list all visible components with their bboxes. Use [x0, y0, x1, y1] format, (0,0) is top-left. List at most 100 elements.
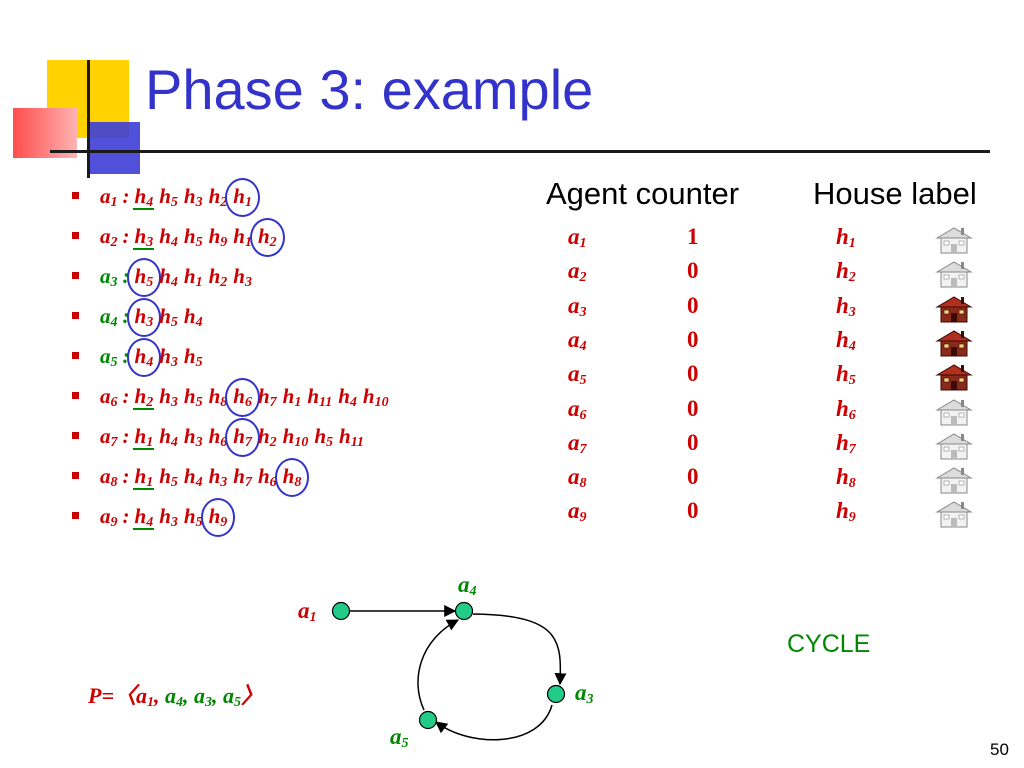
- counter-value: 0: [687, 395, 699, 421]
- house-symbol: h6: [208, 424, 228, 450]
- node-a1: [331, 601, 351, 621]
- house-symbol: h4: [159, 424, 178, 450]
- house-symbol: h2: [208, 184, 228, 210]
- bullet-icon: [72, 512, 79, 519]
- node-a5: [418, 710, 438, 730]
- house-symbol: h3: [183, 184, 203, 210]
- house-symbol: h5: [126, 258, 161, 297]
- bullet-icon: [72, 392, 79, 399]
- house-symbol: h4: [132, 504, 154, 530]
- p-prefix: P=: [88, 683, 114, 708]
- agent-counter-header: Agent counter: [546, 176, 740, 211]
- house-symbol: h8: [208, 384, 228, 410]
- house-symbol: h3: [208, 464, 228, 490]
- house-symbol: h8: [274, 458, 309, 497]
- colon: :: [122, 504, 130, 528]
- house-symbol: h1: [233, 224, 252, 250]
- red-house-icon: [935, 294, 973, 324]
- bullet-icon: [72, 432, 79, 439]
- colon: :: [122, 264, 130, 288]
- agent-symbol: a5: [100, 344, 118, 370]
- white-house-icon: [935, 259, 973, 289]
- white-house-icon: [935, 225, 973, 255]
- house-symbol: h1: [132, 464, 154, 490]
- white-house-icon: [935, 499, 973, 529]
- title-decoration-red: [13, 108, 77, 158]
- house-symbol: h7: [257, 384, 277, 410]
- node-label-a3: a3: [575, 680, 594, 707]
- counter-value: 0: [687, 498, 699, 524]
- house-symbol: h3: [132, 224, 154, 250]
- slide-title: Phase 3: example: [145, 58, 594, 121]
- agent-symbol: a8: [100, 464, 118, 490]
- house-label: h5: [836, 361, 856, 389]
- red-house-icon: [935, 328, 973, 358]
- house-symbol: h5: [159, 184, 178, 210]
- p-formula: P=〈a1, a4, a3, a5〉: [88, 678, 263, 711]
- counter-value: 0: [687, 361, 699, 387]
- colon: :: [122, 424, 130, 448]
- white-house-icon: [935, 431, 973, 461]
- house-symbol: h7: [225, 418, 260, 457]
- agent-symbol: a7: [100, 424, 118, 450]
- house-label: h7: [836, 429, 856, 457]
- house-symbol: h3: [159, 384, 178, 410]
- house-symbol: h1: [132, 424, 154, 450]
- house-symbol: h5: [183, 384, 203, 410]
- house-symbol: h1: [183, 264, 203, 290]
- house-symbol: h5: [159, 464, 178, 490]
- house-symbol: h9: [208, 224, 228, 250]
- house-symbol: h9: [200, 498, 235, 537]
- counter-agent: a2: [568, 258, 587, 286]
- house-symbol: h3: [233, 264, 252, 290]
- colon: :: [122, 464, 130, 488]
- house-symbol: h4: [126, 338, 161, 377]
- house-symbol: h3: [126, 298, 161, 337]
- cycle-label: CYCLE: [787, 630, 871, 658]
- house-symbol: h3: [159, 344, 178, 370]
- left-angle: 〈: [113, 683, 136, 708]
- counter-value: 0: [687, 326, 699, 352]
- white-house-icon: [935, 397, 973, 427]
- counter-value: 1: [687, 224, 699, 249]
- house-symbol: h5: [183, 224, 203, 250]
- house-symbol: h7: [233, 464, 252, 490]
- house-symbol: h2: [257, 424, 277, 450]
- node-label-a5: a5: [390, 724, 409, 751]
- house-symbol: h4: [338, 384, 357, 410]
- counter-value: 0: [687, 429, 699, 455]
- page-number: 50: [990, 740, 1009, 759]
- house-symbol: h3: [183, 424, 203, 450]
- bullet-icon: [72, 312, 79, 319]
- house-symbol: h4: [159, 224, 178, 250]
- house-symbol: h11: [339, 424, 364, 450]
- house-symbol: h5: [183, 344, 203, 370]
- colon: :: [122, 224, 130, 248]
- house-symbol: h3: [159, 504, 178, 530]
- bullet-icon: [72, 472, 79, 479]
- house-label-header: House label: [813, 176, 977, 211]
- counter-agent: a7: [568, 429, 587, 457]
- house-label: h3: [836, 292, 856, 320]
- colon: :: [122, 344, 130, 368]
- counter-agent: a6: [568, 395, 587, 423]
- house-symbol: h4: [183, 304, 203, 330]
- agent-symbol: a1: [100, 184, 118, 210]
- counter-agent: a4: [568, 326, 587, 354]
- comma: ,: [183, 683, 194, 708]
- house-symbol: h1: [282, 384, 302, 410]
- right-angle: 〉: [241, 683, 264, 708]
- colon: :: [122, 184, 130, 208]
- edge-a4-a3: [472, 613, 567, 686]
- title-decoration-vertical-line: [87, 60, 90, 178]
- counter-agent: a8: [568, 464, 587, 492]
- house-symbol: h5: [314, 424, 333, 450]
- node-a4: [454, 601, 474, 621]
- edge-a3-a5: [435, 704, 553, 741]
- house-symbol: h5: [183, 504, 203, 530]
